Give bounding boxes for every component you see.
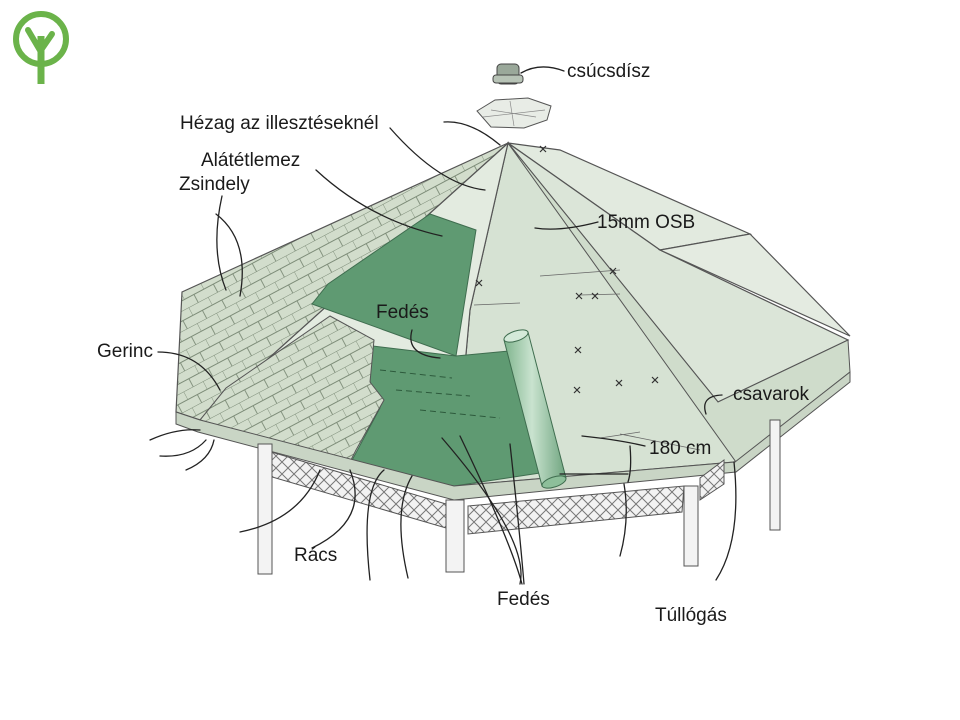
label-underlayment: Alátétlemez (201, 150, 300, 171)
label-shingle: Zsindely (179, 174, 250, 195)
posts (257, 419, 781, 575)
label-covering-top: Fedés (376, 302, 429, 323)
cap-plate (476, 97, 552, 129)
roof (175, 141, 851, 501)
label-ridge: Gerinc (97, 341, 153, 362)
finial-icon (492, 63, 524, 85)
tree-logo-icon (13, 11, 69, 84)
label-overhang: Túllógás (655, 605, 727, 626)
label-screws: csavarok (733, 384, 810, 405)
label-covering-bottom: Fedés (497, 589, 550, 610)
label-osb: 15mm OSB (597, 212, 695, 233)
labels: csúcsdísz Hézag az illesztéseknél Alátét… (97, 61, 810, 626)
label-length: 180 cm (649, 438, 711, 459)
lattice (257, 447, 725, 535)
label-finial: csúcsdísz (567, 61, 650, 82)
label-lattice: Rács (294, 545, 337, 566)
label-joint-gap: Hézag az illesztéseknél (180, 113, 379, 134)
covering-roll (503, 329, 567, 489)
leader-lines (149, 66, 737, 585)
